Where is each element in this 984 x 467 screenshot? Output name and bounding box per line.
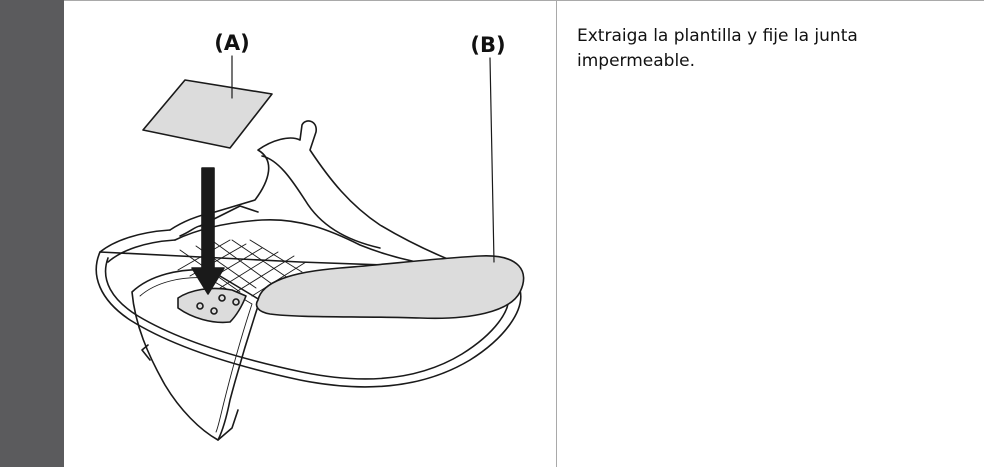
label-b: (B) — [470, 33, 505, 57]
step-side-bar — [0, 0, 64, 467]
leader-b — [490, 58, 494, 262]
gasket-a — [143, 80, 272, 148]
shoe-insole-illustration: (A) (B) — [66, 2, 554, 465]
column-divider — [556, 0, 557, 467]
label-a: (A) — [214, 31, 249, 55]
top-rule — [64, 0, 984, 1]
insole-b — [257, 256, 524, 318]
instruction-text: Extraiga la plantilla y fije la junta im… — [577, 24, 957, 74]
